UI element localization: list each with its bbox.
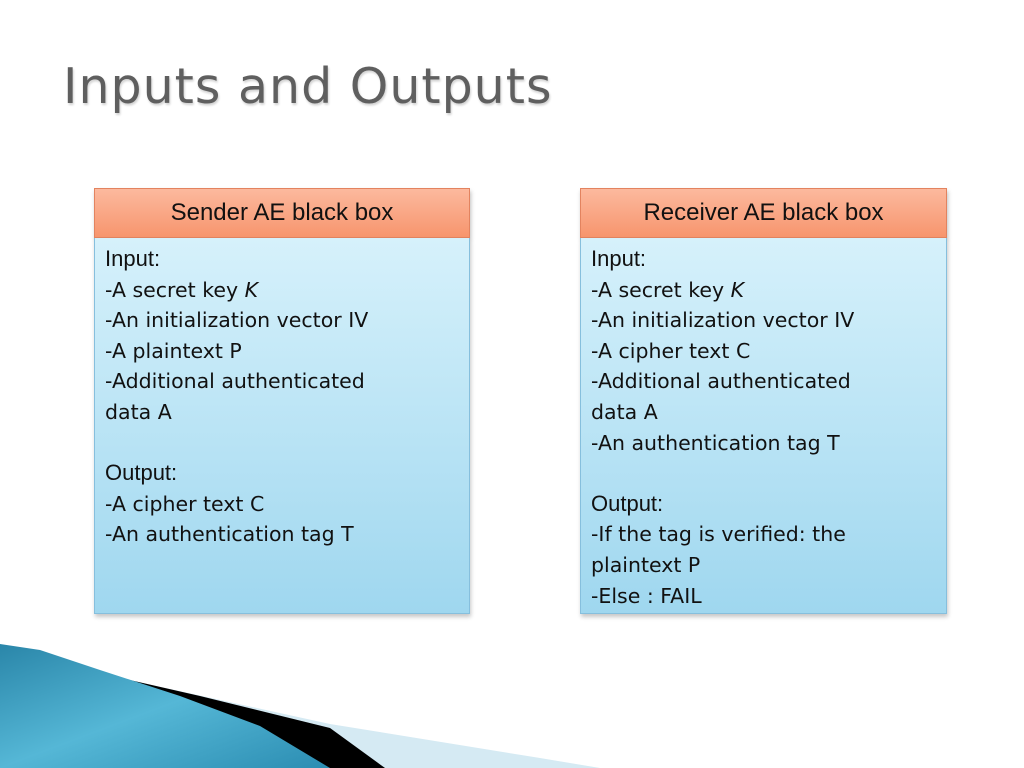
receiver-input-tag: -An authentication tag T [591, 430, 840, 455]
sender-input-aad-line2: data A [105, 399, 172, 424]
sender-input-colon: : [153, 246, 161, 271]
sender-header: Sender AE black box [94, 188, 470, 238]
receiver-output-else: -Else : FAIL [591, 583, 702, 608]
receiver-key-var: K [730, 277, 745, 302]
receiver-output-heading: Output: [591, 490, 664, 516]
sender-output-heading: Output: [105, 460, 178, 486]
sender-input-iv: -An initialization vector IV [105, 308, 369, 333]
sender-output-ciphertext: -A cipher text C [105, 491, 265, 516]
sender-input-label: Input [105, 246, 154, 271]
receiver-body: Input: -A secret key K -An initializatio… [580, 238, 947, 614]
sender-body: Input: -A secret key K -An initializatio… [94, 238, 470, 614]
receiver-header: Receiver AE black box [580, 188, 947, 238]
slide-decoration [0, 644, 600, 768]
sender-output-tag: -An authentication tag T [105, 522, 354, 547]
receiver-input-aad-line2: data A [591, 399, 658, 424]
receiver-output-verified-line2: plaintext P [591, 552, 701, 577]
receiver-key-text: -A secret key [591, 277, 731, 302]
receiver-spacer [591, 458, 937, 489]
receiver-output-verified-line1: -If the tag is verified: the [591, 522, 846, 547]
sender-input-aad-line1: -Additional authenticated [105, 369, 365, 394]
deco-blue-band [0, 644, 330, 768]
receiver-input-heading: Input: [591, 246, 647, 271]
sender-input-plaintext: -A plaintext P [105, 338, 242, 363]
sender-key-text: -A secret key [105, 277, 245, 302]
slide-title: Inputs and Outputs [63, 58, 553, 115]
sender-spacer [105, 428, 460, 459]
sender-key-var: K [244, 277, 259, 302]
receiver-input-aad-line1: -Additional authenticated [591, 369, 851, 394]
receiver-input-iv: -An initialization vector IV [591, 308, 855, 333]
receiver-input-key: -A secret key K [591, 275, 937, 306]
sender-input-key: -A secret key K [105, 275, 460, 306]
receiver-input-ciphertext: -A cipher text C [591, 338, 751, 363]
sender-input-heading: Input: [105, 244, 460, 275]
